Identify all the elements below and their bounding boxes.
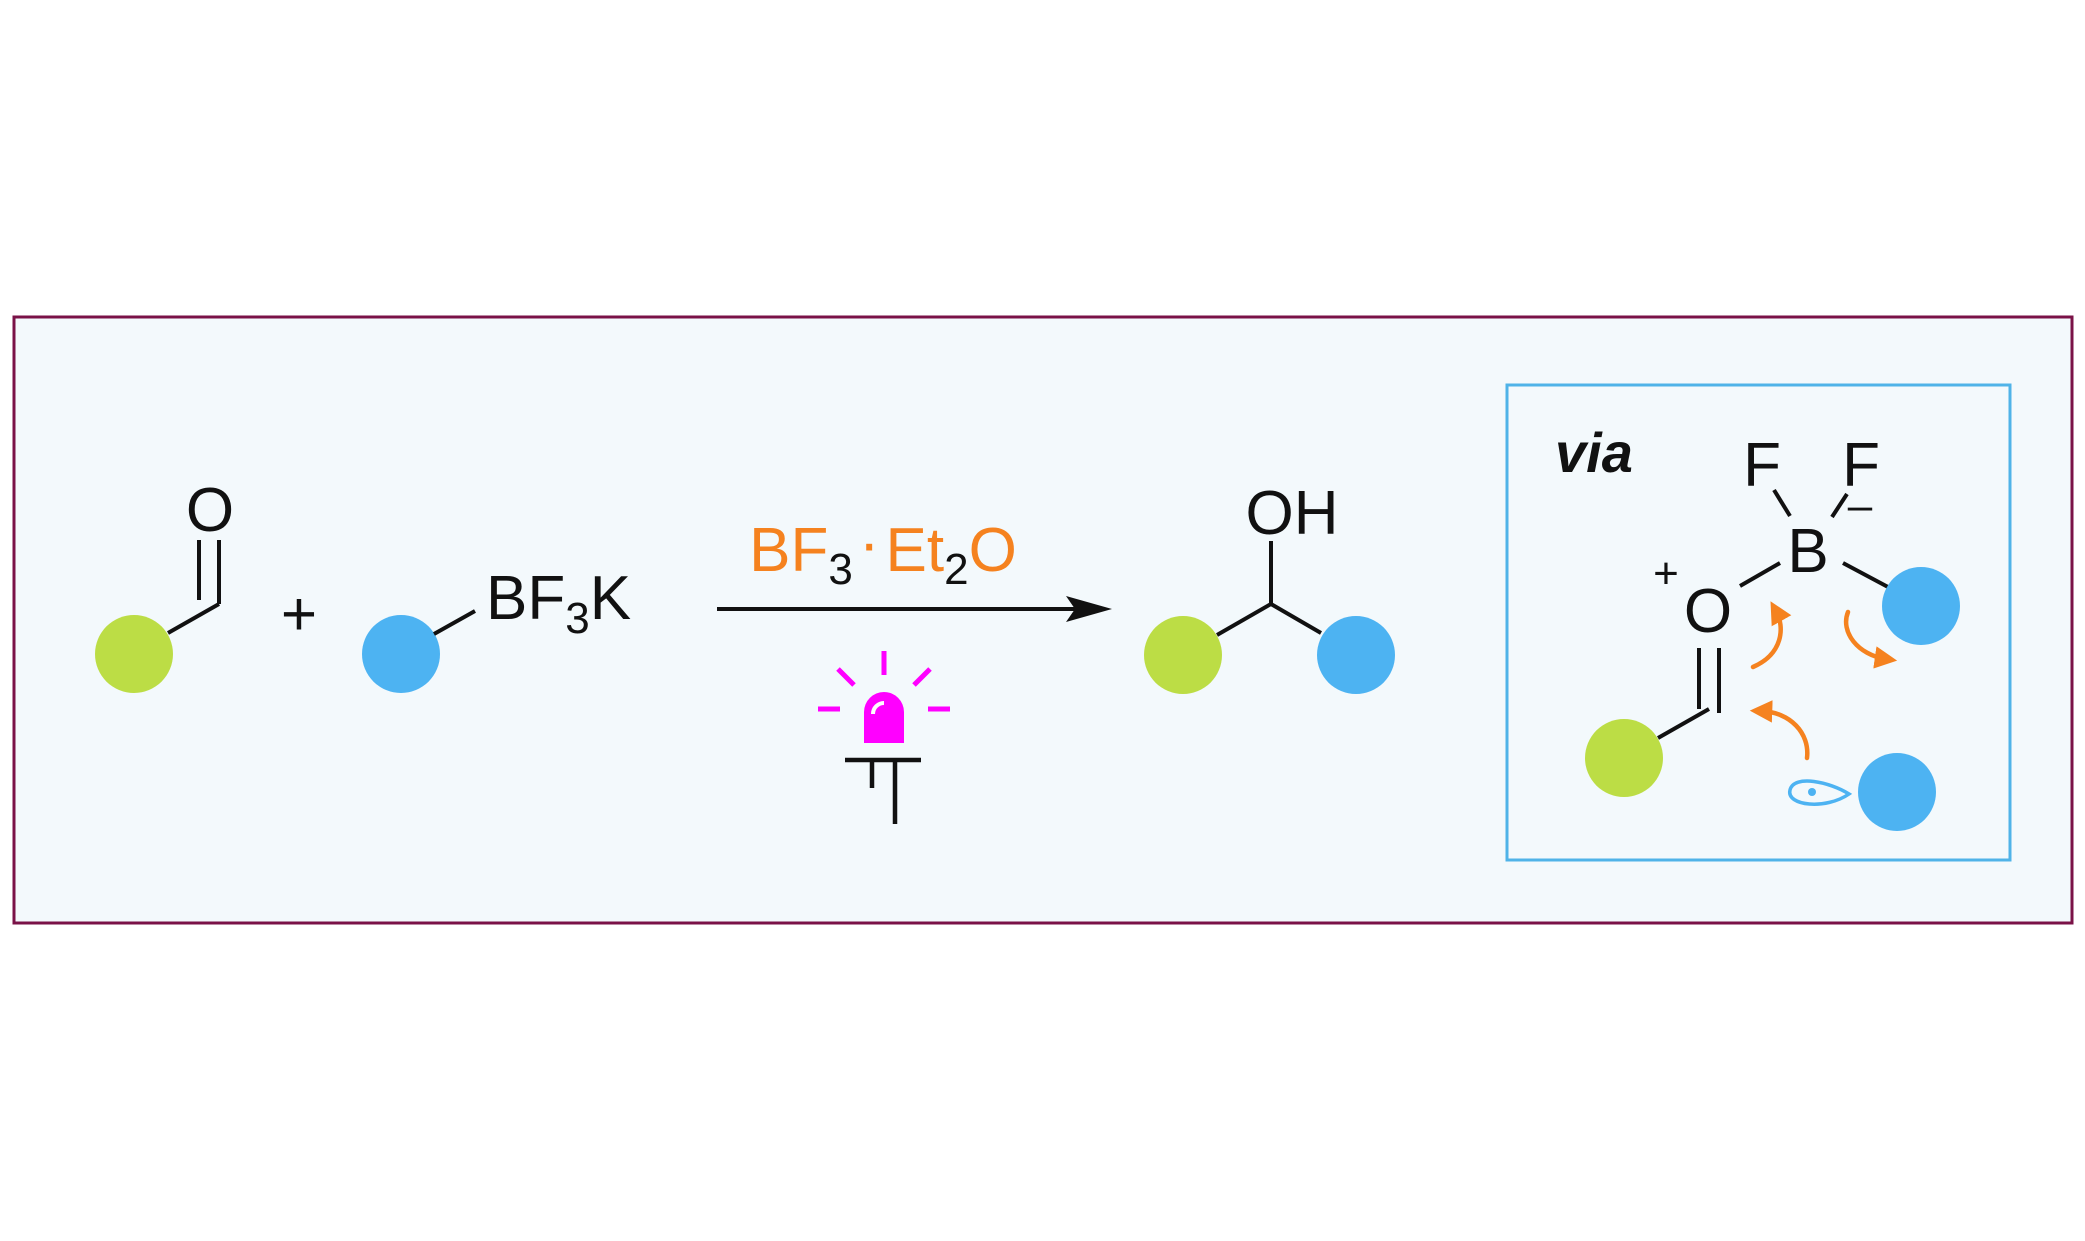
oxygen-label: O bbox=[1684, 577, 1732, 646]
oxygen-charge: + bbox=[1653, 549, 1679, 598]
green-circle-icon bbox=[1144, 616, 1222, 694]
hydroxyl-label: OH bbox=[1246, 479, 1339, 548]
plus-sign: + bbox=[281, 580, 317, 649]
trifluoroborate-label: BF3K bbox=[486, 564, 631, 643]
green-circle-icon bbox=[95, 615, 173, 693]
boron-label: B bbox=[1787, 517, 1828, 586]
via-label: via bbox=[1555, 421, 1633, 484]
reactant-aldehyde: O bbox=[95, 476, 234, 693]
reagent-sub-2: 2 bbox=[944, 545, 968, 594]
radical-dot bbox=[1808, 788, 1816, 796]
product-alcohol: OH bbox=[1144, 479, 1395, 694]
curved-arrow-o-to-b bbox=[1750, 601, 1792, 670]
reagent-et: Et bbox=[886, 516, 945, 585]
reagent-o: O bbox=[969, 516, 1017, 585]
blue-circle-icon bbox=[362, 615, 440, 693]
aldehyde-oxygen-label: O bbox=[186, 476, 234, 545]
intermediate-inset: via F F B – O + bbox=[1505, 383, 2012, 862]
blue-circle-icon bbox=[1858, 753, 1936, 831]
radical-orbital-icon bbox=[1788, 779, 1853, 806]
curved-arrow-b-to-c bbox=[1844, 609, 1898, 669]
reaction-arrow-head bbox=[1066, 596, 1112, 622]
reagent-sub-3: 3 bbox=[828, 545, 852, 594]
blue-circle-icon bbox=[1882, 567, 1960, 645]
potassium-text: K bbox=[590, 564, 631, 633]
green-circle-icon bbox=[1585, 719, 1663, 797]
blue-circle-icon bbox=[1317, 616, 1395, 694]
bf-subscript: 3 bbox=[565, 594, 589, 643]
boron-charge: – bbox=[1848, 481, 1873, 530]
curved-arrow-radical-to-carbon bbox=[1749, 700, 1810, 761]
bf-text: BF bbox=[486, 564, 565, 633]
fluorine-left-label: F bbox=[1743, 431, 1781, 500]
led-light-icon bbox=[818, 651, 950, 824]
reagent-label: BF3·Et2O bbox=[749, 509, 1017, 594]
reagent-dot: · bbox=[859, 509, 880, 578]
reagent-bf: BF bbox=[749, 516, 828, 585]
reaction-conditions: BF3·Et2O bbox=[717, 509, 1112, 824]
reactant-trifluoroborate: BF3K bbox=[362, 564, 631, 693]
fluorine-right-label: F bbox=[1842, 431, 1880, 500]
